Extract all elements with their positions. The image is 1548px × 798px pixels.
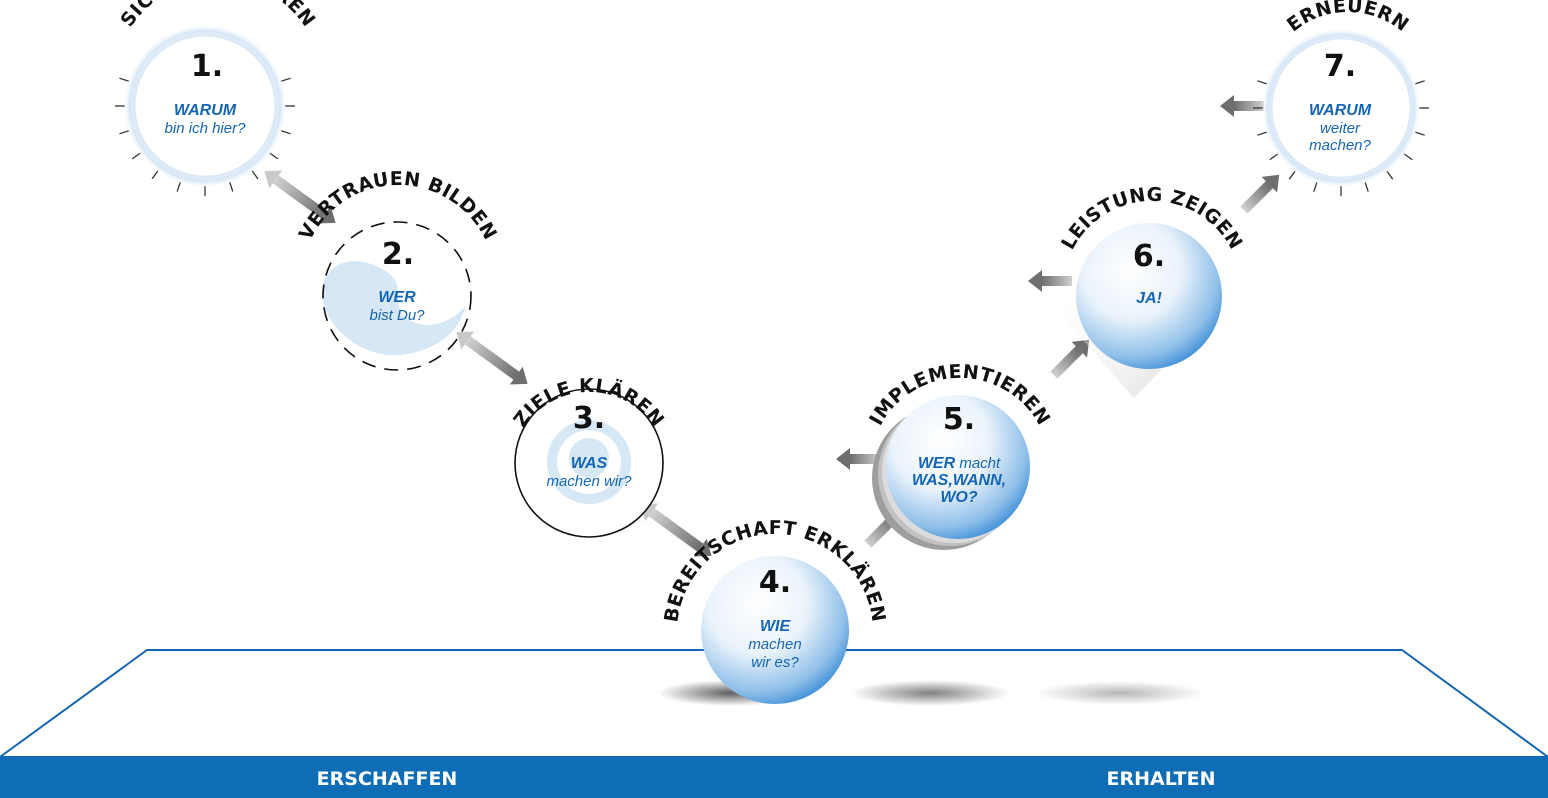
footer-label-erschaffen: ERSCHAFFEN bbox=[317, 768, 458, 790]
arrow-back-7 bbox=[1220, 95, 1264, 117]
footer-band bbox=[0, 757, 1548, 798]
stage-1-question-text: bin ich hier? bbox=[165, 120, 247, 137]
stage-3: ZIELE KLÄREN 3. WAS machen wir? bbox=[509, 375, 668, 537]
stage-1-question-keyword: WARUM bbox=[174, 102, 237, 119]
stage-6: LEISTUNG ZEIGEN 6. JA! bbox=[1057, 184, 1247, 398]
stage-6-question-keyword: JA! bbox=[1136, 290, 1162, 307]
stage-7-number: 7. bbox=[1324, 49, 1356, 84]
stage-5-number: 5. bbox=[943, 402, 975, 437]
arrow-6-7 bbox=[1236, 167, 1287, 218]
stage-7-question-keyword: WARUM bbox=[1309, 102, 1372, 119]
footer-label-erhalten: ERHALTEN bbox=[1106, 768, 1215, 790]
stage-1-number: 1. bbox=[191, 49, 223, 84]
stage-3-question-text: machen wir? bbox=[546, 473, 632, 490]
stage-7: ERNEUERN 7. WARUM weiter machen? bbox=[1253, 0, 1429, 196]
stage-4-number: 4. bbox=[759, 565, 791, 600]
stage-4-question-line-2: machen bbox=[748, 636, 801, 653]
stage-1: SICH ORIENTIEREN 1. WARUM bin ich hier? bbox=[115, 0, 320, 196]
stage-3-question-keyword: WAS bbox=[571, 455, 608, 472]
shadow-stage-5 bbox=[850, 680, 1010, 706]
stage-5: IMPLEMENTIEREN 5. WER macht WAS,WANN, WO… bbox=[865, 361, 1054, 550]
stage-4-question-keyword: WIE bbox=[760, 618, 792, 635]
stage-2-number: 2. bbox=[382, 237, 414, 272]
stage-7-question-line-3: machen? bbox=[1309, 137, 1371, 154]
stage-5-question-line-1: WER macht bbox=[918, 455, 1001, 472]
stage-2-question-text: bist Du? bbox=[369, 307, 425, 324]
stage-3-number: 3. bbox=[573, 401, 605, 436]
stage-6-number: 6. bbox=[1133, 239, 1165, 274]
stage-5-question-line-3: WO? bbox=[940, 489, 978, 506]
stage-7-question-line-2: weiter bbox=[1320, 120, 1361, 137]
stage-2-question-keyword: WER bbox=[378, 289, 416, 306]
shadow-stage-6 bbox=[1036, 681, 1204, 705]
stage-5-question-line-2: WAS,WANN, bbox=[912, 472, 1006, 489]
stage-2-title: VERTRAUEN BILDEN bbox=[295, 168, 501, 244]
stage-4-question-line-3: wir es? bbox=[751, 654, 799, 671]
arrow-2-3 bbox=[450, 323, 534, 393]
arrow-back-6 bbox=[1028, 270, 1072, 292]
